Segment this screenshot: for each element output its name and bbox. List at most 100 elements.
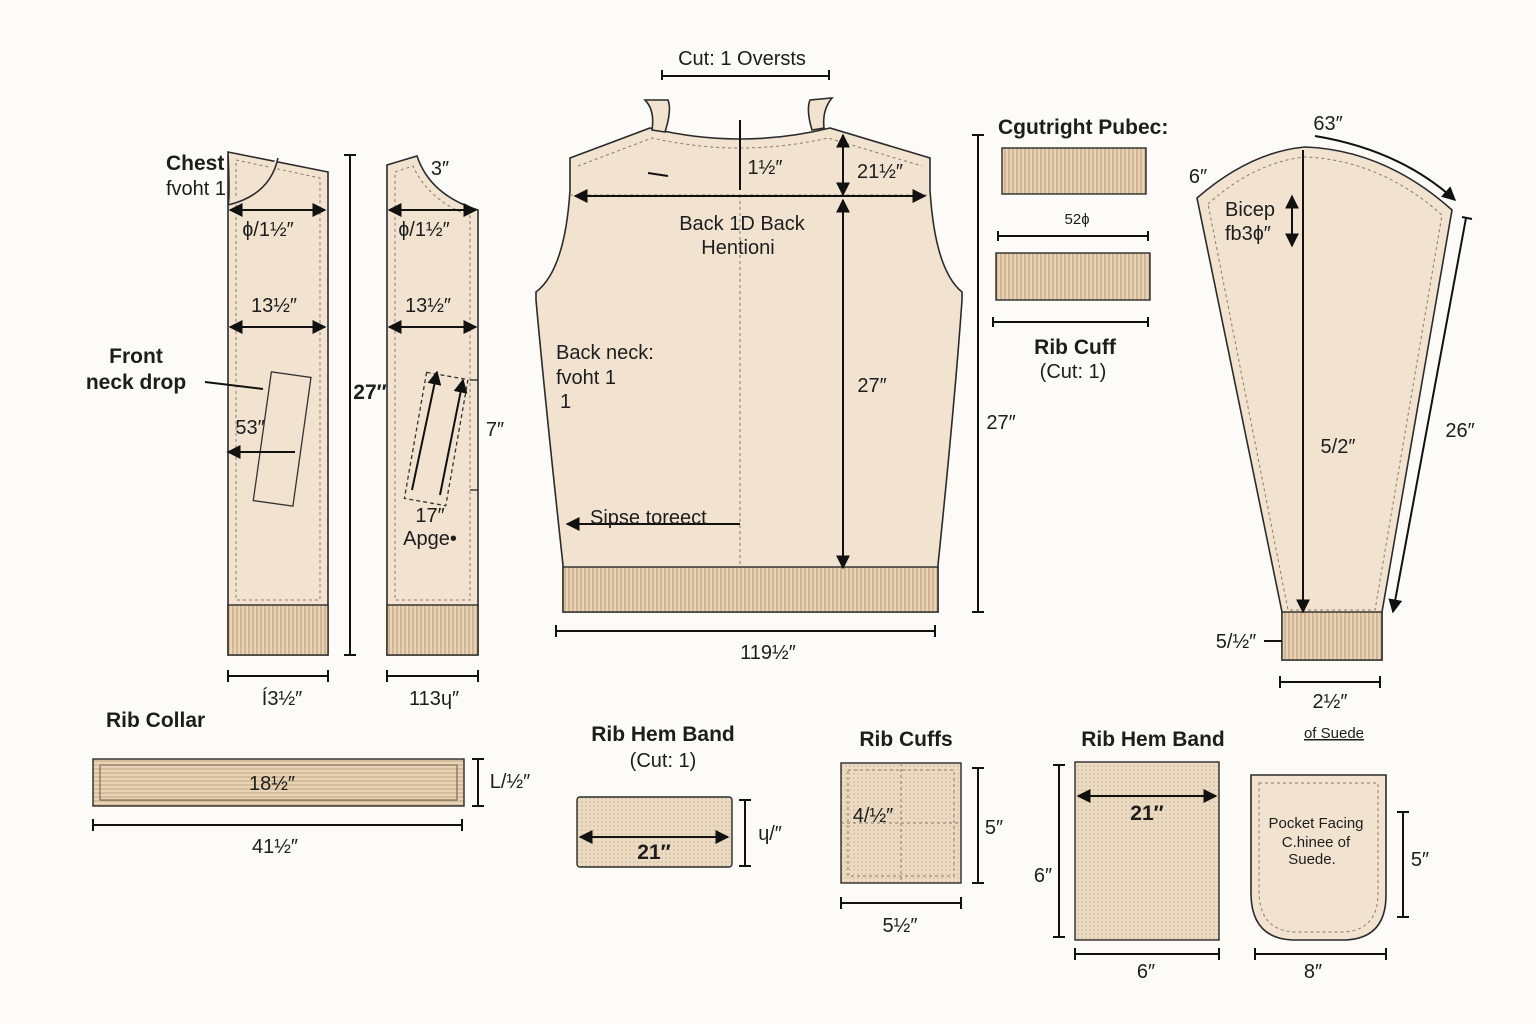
sleeve-top-dim [1314, 135, 1457, 201]
rib-hem-band-b-width: 6″ [1137, 961, 1155, 983]
rib-collar-title: Rib Collar [106, 709, 205, 732]
rib-cuffs-width: 5½″ [883, 915, 918, 937]
front-right-bottom: 113ɥ″ [409, 688, 459, 710]
front-right-seam [394, 165, 471, 601]
back-neck-tab-left [643, 99, 671, 133]
front-left-pocket-outline [252, 371, 312, 507]
front-right-bottom-dim [386, 670, 479, 682]
rib-collar-inner [99, 764, 458, 801]
sleeve-top: 63″ [1313, 113, 1342, 135]
front-left-width2: 13½″ [251, 295, 297, 317]
front-right-pocket-arrow2 [439, 378, 468, 496]
rib-collar-height-ticks [472, 758, 484, 807]
cuff-panel-dim: 52ɸ [1065, 211, 1090, 228]
back-outer-length-dim [972, 134, 984, 613]
front-right-pocket-arrow1 [411, 370, 442, 491]
rib-collar-panel: Rib Collar 18½″ L/½″ 41½″ [92, 709, 530, 858]
rib-hem-band-a-cut: (Cut: 1) [630, 750, 697, 772]
back-neck-label2: fvoht 1 [556, 367, 616, 389]
sleeve-bottom-dim [1279, 676, 1381, 688]
rib-cuffs-width-dim [840, 897, 962, 909]
back-hem-rib [562, 566, 939, 613]
front-left-hem-rib [227, 604, 329, 656]
front-right-panel: 3″ ɸ/1½″ 13½″ 7″ 17″ Apge• 113ɥ″ [386, 155, 504, 710]
back-title2: Hentioni [701, 237, 774, 259]
rib-collar-band [92, 758, 465, 807]
rib-hem-band-b-title: Rib Hem Band [1081, 728, 1225, 751]
front-left-chest-title: Chest [166, 152, 224, 175]
sleeve-center: 5/2″ [1321, 436, 1356, 458]
back-length: 27″ [857, 375, 886, 397]
rib-hem-band-b-height-dim [1053, 764, 1065, 938]
front-left-panel: Chest fvoht 1 ɸ/1½″ 13½″ 53″ 27″ Í3½″ [166, 151, 387, 710]
sleeve-panel: 63″ 6″ Bicep fb3ɸ″ 5/2″ 26″ 5/½″ 2½″ of … [1189, 113, 1475, 742]
cuff-panel-title: Cgutright Pubec: [998, 116, 1168, 139]
pocket-shape [1250, 774, 1387, 941]
rib-hem-band-b-width-dim [1074, 948, 1220, 960]
cuff-panel-rib-lower [995, 252, 1151, 301]
rib-cuffs-height: 5″ [985, 817, 1003, 839]
pocket-seam [1258, 782, 1379, 933]
rib-hem-band-a-height-dim [739, 799, 751, 867]
pocket-height-dim [1397, 811, 1409, 918]
rib-collar-inner-label: 18½″ [249, 773, 295, 795]
pocket-panel: Pocket Facing C.hinee of Suede. 5″ 8″ [1250, 774, 1429, 983]
back-neck-label1: Back neck: [556, 342, 654, 364]
pocket-height: 5″ [1411, 849, 1429, 871]
back-shoulder: 21½″ [857, 161, 903, 183]
rib-cuffs-height-dim [972, 767, 984, 884]
front-left-chest-sub: fvoht 1 [166, 178, 226, 200]
top-cut-dim [661, 70, 830, 80]
front-drop-line1: Front [109, 345, 163, 368]
sleeve-left: 6″ [1189, 166, 1207, 188]
cuff-panel-name: Rib Cuff [1034, 336, 1117, 359]
rib-hem-band-b-panel: Rib Hem Band 21″ 6″ 6″ [1034, 728, 1225, 983]
rib-cuffs-title: Rib Cuffs [859, 728, 952, 751]
front-left-bottom-dim [227, 670, 329, 682]
front-right-length-ticks [470, 379, 478, 491]
cuff-panel: Cgutright Pubec: 52ɸ Rib Cuff (Cut: 1) [992, 116, 1168, 383]
front-left-width1: ɸ/1½″ [242, 219, 293, 241]
rib-hem-band-a-width: 21″ [637, 841, 670, 864]
sleeve-seam [1207, 156, 1443, 611]
front-drop-leader [204, 381, 264, 390]
rib-collar-length: 41½″ [252, 836, 298, 858]
back-mark [647, 172, 669, 177]
back-panel: 1½″ 21½″ Back 1D Back Hentioni Back neck… [535, 97, 1016, 664]
sleeve-length-dim [1388, 217, 1467, 614]
front-drop-line2: neck drop [86, 371, 186, 394]
front-right-dim17: 17″ [415, 505, 444, 527]
pocket-width: 8″ [1304, 961, 1322, 983]
front-left-length-ticks [344, 154, 356, 656]
cuff-panel-rib-upper [1001, 147, 1147, 195]
back-side-label: Sipse toreect [590, 507, 707, 529]
front-right-width2: 13½″ [405, 295, 451, 317]
sleeve-bottom: 2½″ [1313, 691, 1348, 713]
pocket-width-dim [1254, 948, 1387, 960]
rib-hem-band-a-panel: Rib Hem Band (Cut: 1) 21″ ɥ/″ [576, 723, 782, 868]
sleeve-note: of Suede [1304, 725, 1364, 742]
rib-collar-length-dim [92, 819, 463, 831]
front-left-neckline [227, 157, 279, 206]
front-left-bottom: Í3½″ [262, 687, 302, 710]
cuff-panel-lower-dim [992, 317, 1149, 327]
back-outer-length: 27″ [986, 412, 1015, 434]
top-cut-label: Cut: 1 Oversts [678, 48, 806, 70]
back-neck-label3: 1 [560, 391, 571, 413]
sleeve-length: 26″ [1445, 420, 1474, 442]
rib-hem-band-a-title: Rib Hem Band [591, 723, 735, 746]
cuff-panel-upper-dim [997, 231, 1149, 241]
rib-hem-band-b-height: 6″ [1034, 865, 1052, 887]
sleeve-cuff: 5/½″ [1216, 631, 1256, 653]
rib-cuffs-inner: 4/½″ [853, 805, 893, 827]
rib-collar-height: L/½″ [490, 771, 530, 793]
pocket-line2: C.hinee of [1282, 834, 1351, 851]
front-drop-label-group: Front neck drop [86, 345, 186, 394]
rib-cuffs-panel: Rib Cuffs 4/½″ 5″ 5½″ [840, 728, 1003, 937]
back-width-dim [555, 625, 936, 637]
rib-cuffs-cross [841, 763, 961, 883]
rib-hem-band-b-inner: 21″ [1130, 802, 1163, 825]
front-right-hem-rib [386, 604, 479, 656]
